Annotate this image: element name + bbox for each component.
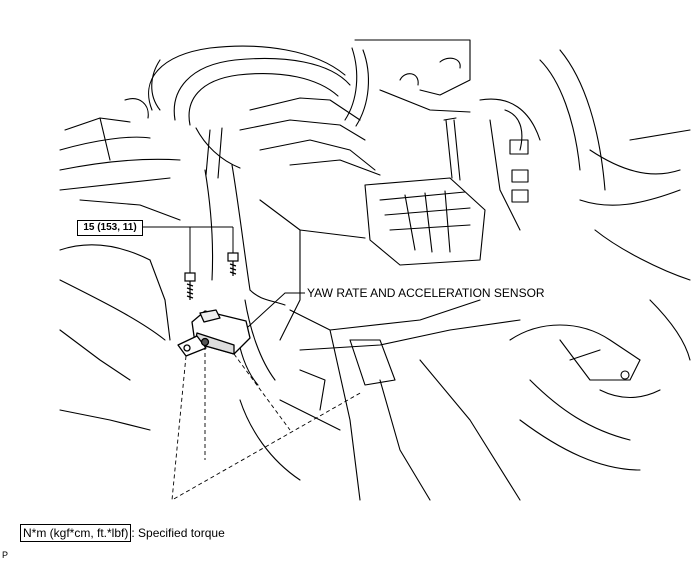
dashboard <box>59 39 691 281</box>
legend-description: : Specified torque <box>131 526 225 540</box>
bolt-left <box>184 272 196 300</box>
center-console <box>239 199 521 501</box>
torque-spec-label: 15 (153, 11) <box>77 220 143 236</box>
torque-leader-lines <box>142 226 234 273</box>
steering-wheel <box>148 45 370 179</box>
legend-unit-box: N*m (kgf*cm, ft.*lbf) <box>20 524 132 542</box>
gear-shifter <box>364 117 486 266</box>
figure-code: P <box>2 550 9 560</box>
pillar <box>204 164 286 386</box>
yaw-rate-sensor <box>177 309 251 357</box>
sensor-name-label: YAW RATE AND ACCELERATION SENSOR <box>307 286 545 300</box>
right-seat <box>509 299 691 471</box>
installation-dashed-lines <box>171 346 363 501</box>
left-floor <box>59 199 181 431</box>
bolt-right <box>227 252 239 276</box>
sensor-leader-line <box>247 292 305 328</box>
legend: N*m (kgf*cm, ft.*lbf): Specified torque <box>20 524 225 542</box>
